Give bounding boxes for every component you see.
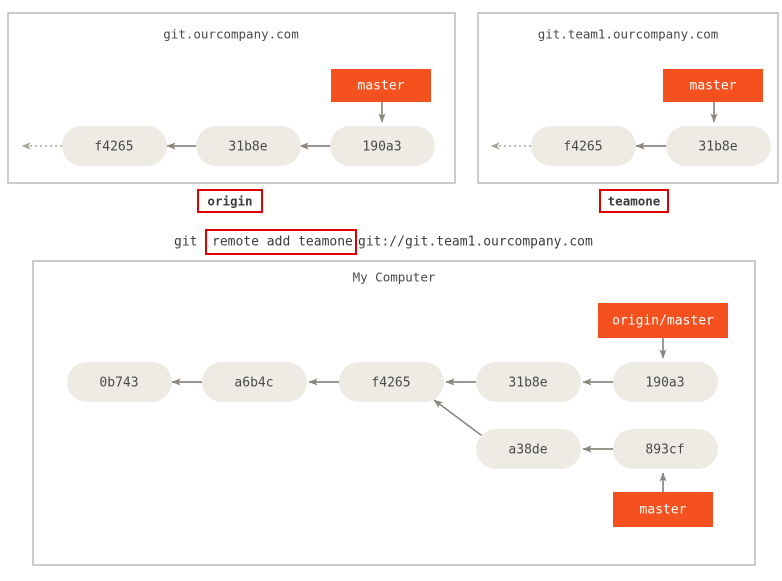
remote-tag-origin: origin (197, 189, 263, 213)
commit-node-shape (476, 429, 581, 469)
commit-node-31b8e: 31b8e (196, 126, 301, 166)
commit-node-190a3: 190a3 (613, 362, 718, 402)
teamone-panel: git.team1.ourcompany.com f4265 31b8e mas… (477, 12, 779, 184)
branch-box-label: master (358, 79, 405, 94)
local-panel: My Computer 0b743 a6b4c f4265 31b8e 1 (32, 260, 756, 566)
commit-node-31b8e: 31b8e (476, 362, 581, 402)
branch-label-master: master (663, 69, 763, 102)
commit-node-f4265: f4265 (339, 362, 444, 402)
remote-tag-text: teamone (608, 194, 661, 209)
local-panel-title: My Computer (353, 270, 436, 285)
commit-node-shape (476, 362, 581, 402)
commit-node-shape (531, 126, 636, 166)
commit-node-shape (62, 126, 167, 166)
commit-node-label: f4265 (563, 140, 602, 155)
commit-node-label: 190a3 (645, 376, 684, 391)
origin-panel-title: git.ourcompany.com (163, 27, 298, 42)
branch-label-origin-master: origin/master (598, 303, 728, 338)
commit-node-shape (196, 126, 301, 166)
commit-node-shape (613, 429, 718, 469)
command-line: git remote add teamone git://git.team1.o… (174, 229, 593, 255)
commit-node-a6b4c: a6b4c (202, 362, 307, 402)
commit-node-shape (613, 362, 718, 402)
teamone-panel-title: git.team1.ourcompany.com (538, 27, 719, 42)
remote-tag-box-shape (599, 189, 669, 213)
commit-node-label: 31b8e (508, 376, 547, 391)
command-highlighted: remote add teamone (212, 235, 353, 250)
branch-box-label: master (690, 79, 737, 94)
commit-node-31b8e: 31b8e (666, 126, 771, 166)
remote-tag-text: origin (207, 194, 252, 209)
commit-node-label: 0b743 (99, 376, 138, 391)
origin-panel: git.ourcompany.com f4265 31b8e 190a3 mas… (7, 12, 456, 184)
commit-node-f4265: f4265 (62, 126, 167, 166)
commit-node-label: f4265 (371, 376, 410, 391)
commit-node-label: a6b4c (234, 376, 273, 391)
commit-node-a38de: a38de (476, 429, 581, 469)
commit-node-label: a38de (508, 443, 547, 458)
commit-node-label: 31b8e (698, 140, 737, 155)
commit-node-label: 31b8e (228, 140, 267, 155)
branch-box-shape (598, 303, 728, 338)
commit-node-f4265: f4265 (531, 126, 636, 166)
command-suffix: git://git.team1.ourcompany.com (358, 235, 593, 250)
branch-label-master: master (331, 69, 431, 102)
commit-node-shape (202, 362, 307, 402)
commit-node-shape (339, 362, 444, 402)
commit-node-shape (330, 126, 435, 166)
branch-box-shape (331, 69, 431, 102)
commit-node-label: 893cf (645, 443, 684, 458)
branch-box-label: master (640, 503, 687, 518)
local-edge-a38de-to-f4265 (433, 399, 490, 442)
branch-box-shape (613, 492, 713, 527)
commit-node-893cf: 893cf (613, 429, 718, 469)
remote-tag-teamone: teamone (599, 189, 669, 213)
command-prefix: git (174, 235, 197, 250)
branch-box-label: origin/master (612, 314, 714, 329)
branch-box-shape (663, 69, 763, 102)
commit-node-label: 190a3 (362, 140, 401, 155)
commit-node-190a3: 190a3 (330, 126, 435, 166)
commit-node-label: f4265 (94, 140, 133, 155)
remote-tag-box-shape (197, 189, 263, 213)
branch-label-master: master (613, 492, 713, 527)
commit-node-0b743: 0b743 (67, 362, 172, 402)
command-highlight-frame (205, 229, 357, 255)
commit-node-shape (67, 362, 172, 402)
commit-node-shape (666, 126, 771, 166)
